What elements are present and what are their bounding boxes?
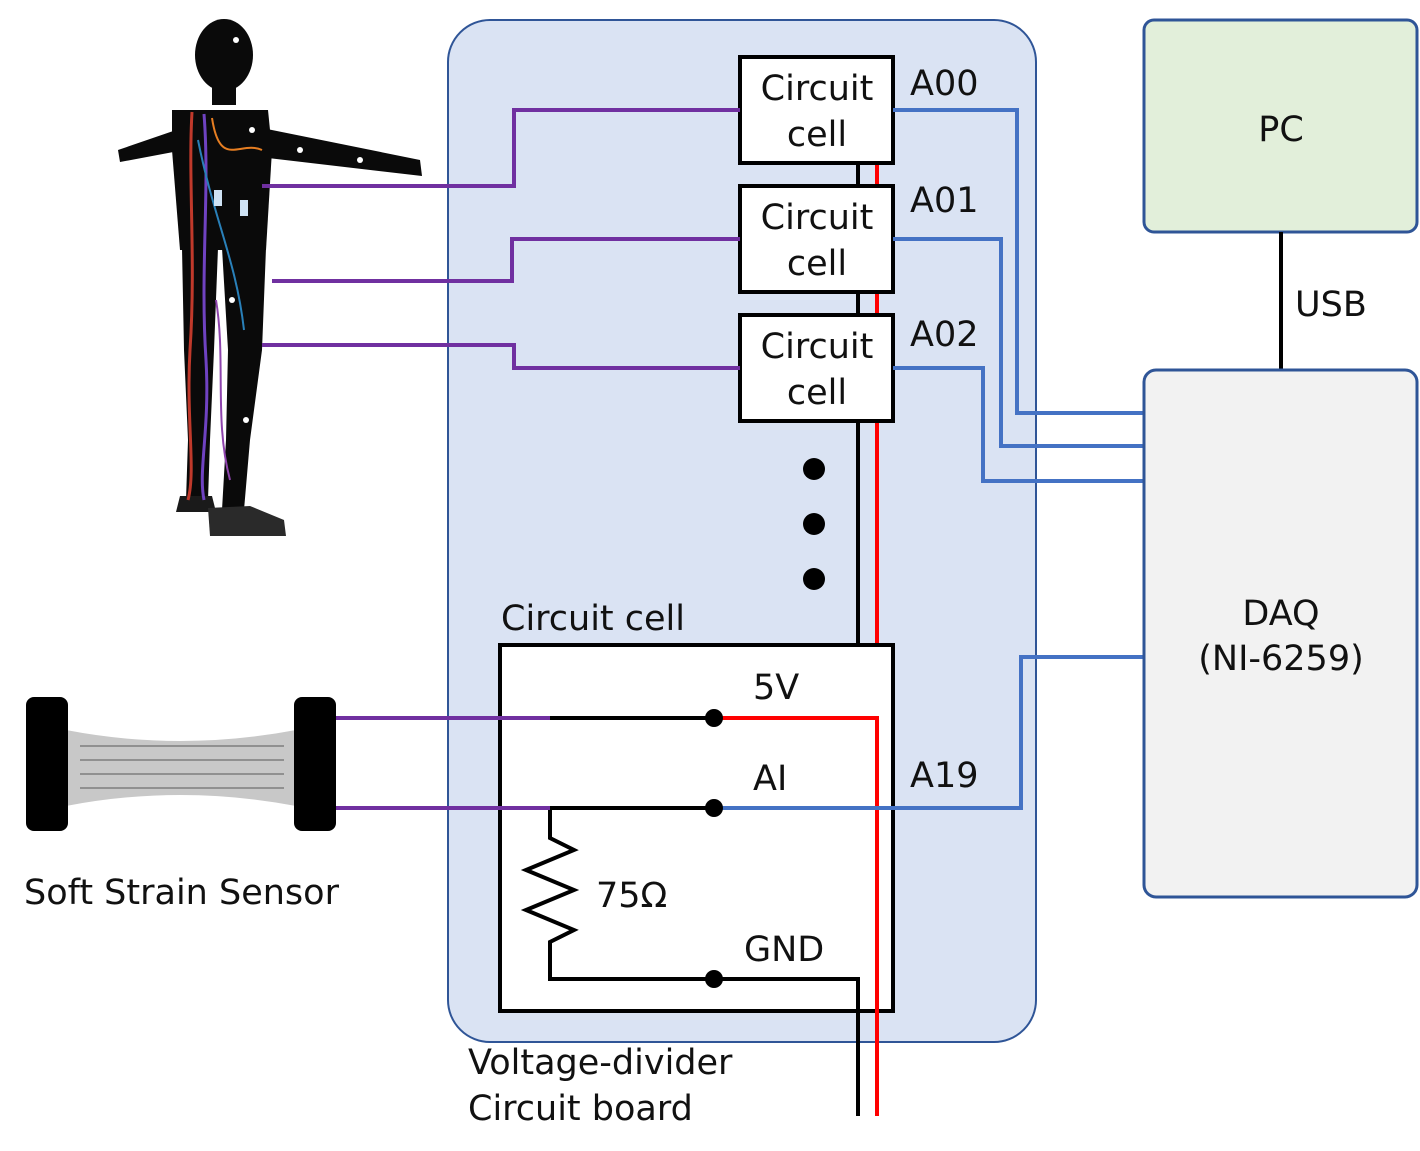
circuit-cell-3: Circuit cell (738, 313, 895, 423)
signal-wire-a01 (893, 237, 1144, 448)
ground-label: GND (744, 930, 824, 970)
circuit-cell-1: Circuit cell (738, 55, 895, 165)
ellipsis-dots (803, 458, 825, 590)
circuit-cell-2: Circuit cell (738, 184, 895, 294)
human-figure-icon (118, 19, 422, 536)
channel-label-a01: A01 (910, 181, 978, 221)
board-caption-line2: Circuit board (468, 1089, 693, 1129)
channel-label-a02: A02 (910, 315, 978, 355)
channel-label-a19: A19 (910, 756, 978, 796)
circuit-cell-1-line2: cell (787, 115, 847, 155)
sensor-label: Soft Strain Sensor (24, 873, 340, 913)
resistor-icon (520, 808, 714, 981)
input-label: AI (753, 759, 787, 799)
sensor-wires (336, 716, 550, 810)
circuit-cell-2-line2: cell (787, 244, 847, 284)
detail-circuit-cell (498, 643, 895, 1013)
circuit-cell-1-line1: Circuit (761, 69, 874, 109)
signal-wire-a00 (893, 108, 1144, 415)
pc-box: PC (1142, 18, 1419, 234)
signal-wires (893, 108, 1144, 483)
channel-label-a00: A00 (910, 64, 978, 104)
circuit-cell-2-line1: Circuit (761, 198, 874, 238)
usb-label: USB (1295, 285, 1367, 325)
daq-box: DAQ (NI-6259) (1142, 368, 1419, 899)
pc-label: PC (1258, 110, 1304, 150)
bus-lines (856, 164, 879, 645)
body-sensor-wires (262, 108, 740, 370)
resistor-label: 75Ω (596, 876, 667, 916)
supply-label: 5V (753, 668, 799, 708)
signal-wire-a02 (893, 366, 1144, 483)
terminal-nodes (705, 709, 723, 988)
signal-wire-a19 (714, 655, 1144, 810)
strain-sensor-icon (26, 697, 336, 831)
circuit-cell-3-line2: cell (787, 373, 847, 413)
daq-label-line1: DAQ (1242, 594, 1319, 634)
detail-cell-wiring (520, 716, 879, 1116)
detail-cell-title: Circuit cell (501, 599, 685, 639)
board-caption-line1: Voltage-divider (468, 1043, 733, 1083)
circuit-cell-3-line1: Circuit (761, 327, 874, 367)
daq-label-line2: (NI-6259) (1198, 639, 1364, 679)
